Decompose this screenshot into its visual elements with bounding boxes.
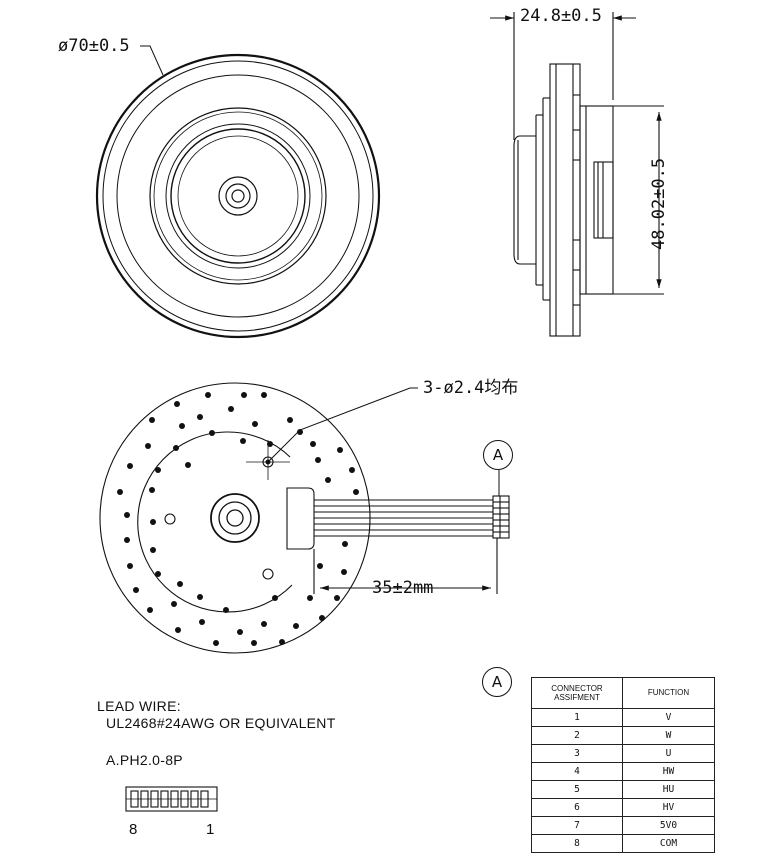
lead-wire-heading: LEAD WIRE: — [97, 698, 181, 714]
vent-holes — [117, 392, 359, 646]
table-header-function: FUNCTION — [622, 677, 715, 709]
front-view — [95, 45, 381, 339]
function-cell: 5V0 — [622, 816, 715, 835]
connector-detail — [125, 786, 218, 812]
detail-marker-a-table: A — [482, 667, 512, 697]
pin-label-1: 1 — [206, 821, 215, 838]
lead-length-dim: 35±2mm — [372, 578, 434, 598]
pin-cell: 8 — [531, 834, 623, 853]
function-cell: COM — [622, 834, 715, 853]
pin-cell: 2 — [531, 726, 623, 745]
back-view — [99, 382, 510, 654]
connector-model: A.PH2.0-8P — [106, 752, 183, 768]
side-view — [490, 12, 664, 337]
table-header-assignment: CONNECTOR ASSIFMENT — [531, 677, 623, 709]
function-cell: V — [622, 708, 715, 727]
function-cell: HV — [622, 798, 715, 817]
outer-diameter-dim: ø70±0.5 — [58, 36, 130, 56]
function-cell: HW — [622, 762, 715, 781]
pin-cell: 7 — [531, 816, 623, 835]
function-cell: U — [622, 744, 715, 763]
pin-cell: 6 — [531, 798, 623, 817]
pin-label-8: 8 — [129, 821, 138, 838]
pin-cell: 5 — [531, 780, 623, 799]
pin-cell: 4 — [531, 762, 623, 781]
function-cell: HU — [622, 780, 715, 799]
side-diameter-dim: 48.02±0.5 — [649, 157, 669, 250]
holes-dim: 3-ø2.4均布 — [423, 378, 519, 398]
pin-cell: 1 — [531, 708, 623, 727]
lead-wire-spec: UL2468#24AWG OR EQUIVALENT — [106, 715, 336, 731]
detail-marker-a: A — [483, 440, 513, 470]
pin-cell: 3 — [531, 744, 623, 763]
function-cell: W — [622, 726, 715, 745]
height-dim: 24.8±0.5 — [520, 6, 602, 26]
